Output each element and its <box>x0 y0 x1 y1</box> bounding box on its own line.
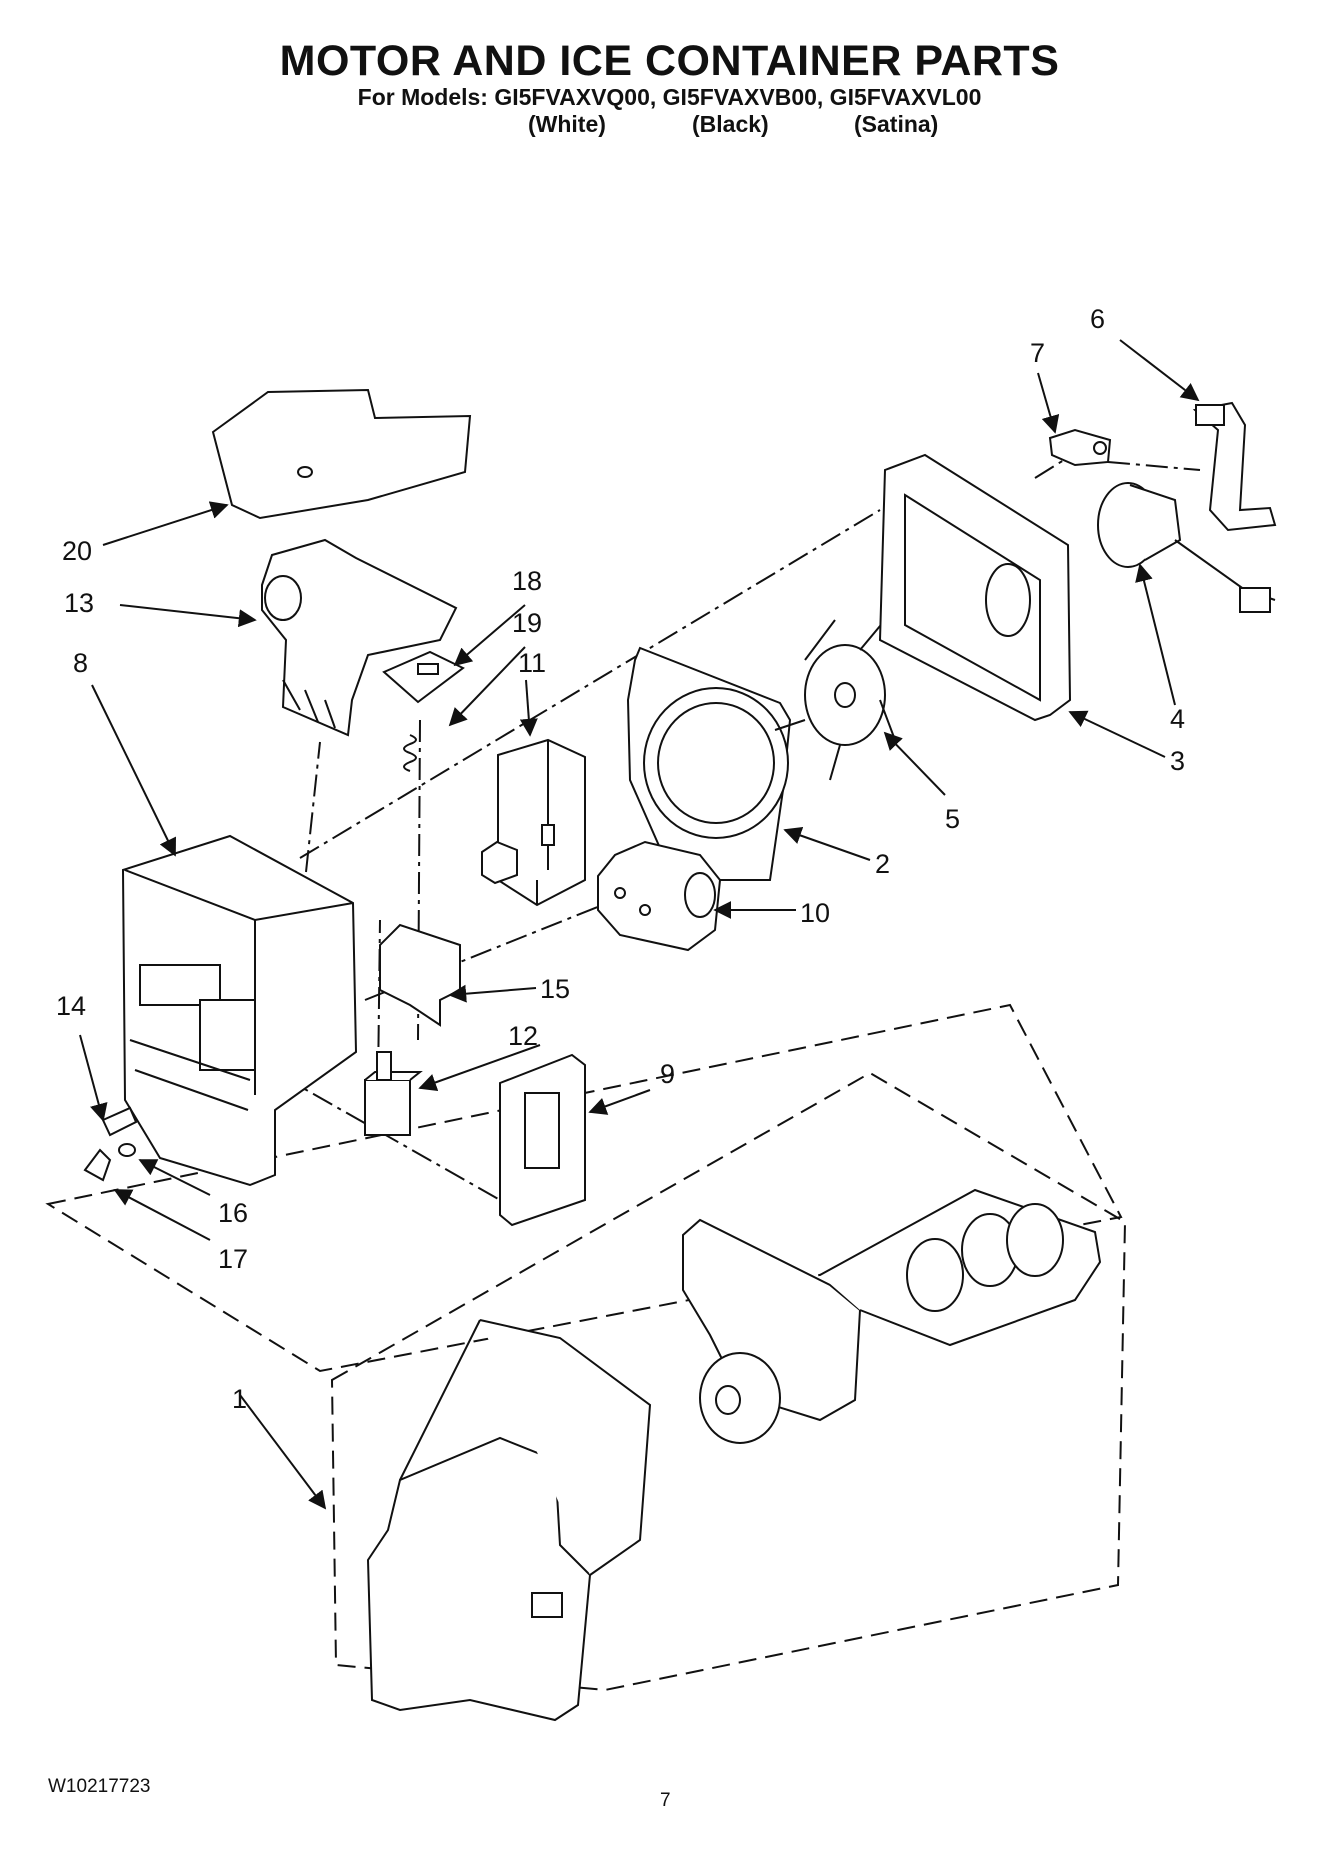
variant-black: (Black) <box>692 111 769 137</box>
variant-white: (White) <box>528 111 606 137</box>
part-4-motor <box>1097 482 1276 613</box>
callout-12: 12 <box>508 1021 538 1051</box>
variant-satina: (Satina) <box>854 111 939 137</box>
callout-17: 17 <box>218 1244 248 1274</box>
part-18-shutter <box>382 650 465 704</box>
callout-1: 1 <box>232 1384 247 1414</box>
callout-19: 19 <box>512 608 542 638</box>
callout-3: 3 <box>1170 746 1185 776</box>
callout-15: 15 <box>540 974 570 1004</box>
part-6-bracket <box>1192 401 1277 532</box>
container-outline-dashed <box>45 1003 1123 1373</box>
part-3-shroud <box>878 453 1072 722</box>
callout-9: 9 <box>660 1059 675 1089</box>
callout-20: 20 <box>62 536 92 566</box>
part-9-plate <box>499 1053 586 1227</box>
part-19-spring <box>403 734 417 772</box>
callout-7: 7 <box>1030 338 1045 368</box>
part-13-chute <box>261 538 458 737</box>
callout-4: 4 <box>1170 704 1185 734</box>
part-16-washer <box>118 1143 136 1157</box>
part-12-solenoid <box>364 1051 423 1136</box>
callout-5: 5 <box>945 804 960 834</box>
part-15-bracket <box>379 923 461 1027</box>
callout-2: 2 <box>875 849 890 879</box>
part-10-gear-motor <box>597 840 722 952</box>
callout-8: 8 <box>73 648 88 678</box>
callout-14: 14 <box>56 991 86 1021</box>
callout-18: 18 <box>512 566 542 596</box>
part-7-clip <box>1048 428 1112 467</box>
page-number: 7 <box>660 1790 671 1811</box>
models-line: For Models: GI5FVAXVQ00, GI5FVAXVB00, GI… <box>357 84 982 110</box>
part-14-screw <box>101 1106 138 1137</box>
part-5-impeller <box>774 619 896 781</box>
callout-6: 6 <box>1090 304 1105 334</box>
callout-11: 11 <box>518 648 546 678</box>
part-8-housing <box>121 834 358 1187</box>
callout-13: 13 <box>64 588 94 618</box>
callout-16: 16 <box>218 1198 248 1228</box>
bin-outline-dashed <box>330 1071 1127 1692</box>
part-17-nut <box>83 1148 112 1182</box>
part-11-switch <box>481 738 586 907</box>
document-number: W10217723 <box>48 1776 151 1797</box>
callout-10: 10 <box>800 898 830 928</box>
part-2-fan-housing <box>626 646 792 881</box>
auger-assembly <box>682 1188 1102 1444</box>
part-20-pad <box>211 388 472 520</box>
page-title: MOTOR AND ICE CONTAINER PARTS <box>279 37 1060 85</box>
part-1-ice-bin <box>366 1319 652 1722</box>
